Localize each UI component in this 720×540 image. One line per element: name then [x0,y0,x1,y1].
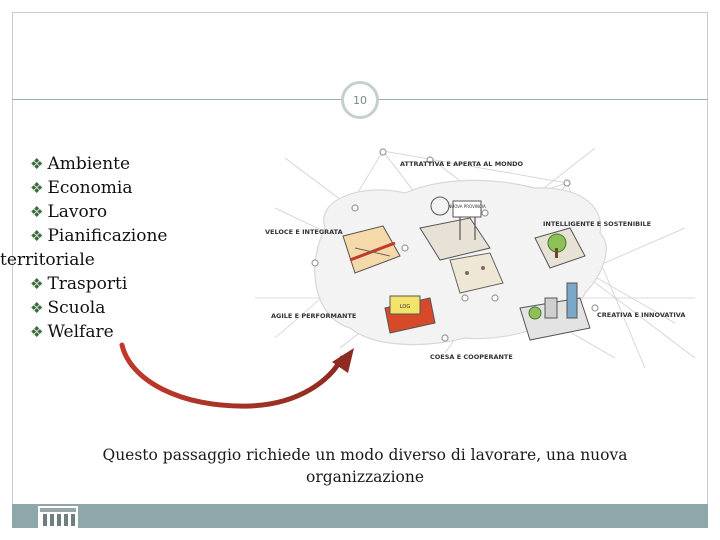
label-creativa: CREATIVA E INNOVATIVA [597,311,685,319]
topic-list: ❖Ambiente ❖Economia ❖Lavoro ❖Pianificazi… [0,152,190,344]
list-item: ❖Lavoro [30,200,190,224]
tree-tile [534,227,586,269]
list-item: ❖Trasporti [30,272,190,296]
label-agile: AGILE E PERFORMANTE [271,312,356,320]
buildings-tile [519,282,591,341]
transition-arrow [119,342,354,409]
road-tile [342,225,401,274]
diamond-bullet-icon: ❖ [30,275,44,293]
laptop-text: LOG [400,304,411,310]
list-item: ❖Scuola [30,296,190,320]
diamond-bullet-icon: ❖ [30,299,44,317]
list-item-label: Scuola [47,298,106,318]
list-item-label: Ambiente [47,154,131,174]
label-veloce: VELOCE E INTEGRATA [265,228,343,236]
list-item-label: Trasporti [47,274,128,294]
diamond-bullet-icon: ❖ [30,155,44,173]
page-number: 10 [341,81,379,119]
list-item-label: Economia [47,178,133,198]
caption: Questo passaggio richiede un modo divers… [40,444,690,488]
caption-line-1: Questo passaggio richiede un modo divers… [102,446,628,464]
sign-text: NUOVA PROVINCIA [448,204,486,209]
list-item: ❖Ambiente [30,152,190,176]
page-number-text: 10 [353,93,367,107]
diamond-bullet-icon: ❖ [30,227,44,245]
city-network-illustration: NUOVA PROVINCIA LOG ATTRATTIVA E APERTA … [255,148,696,369]
list-item-label: Welfare [47,322,114,342]
diamond-bullet-icon: ❖ [30,179,44,197]
list-item: ❖Economia [30,176,190,200]
diamond-bullet-icon: ❖ [30,203,44,221]
footer-bar [12,504,708,528]
diamond-bullet-icon: ❖ [30,323,44,341]
caption-line-2: organizzazione [305,468,425,486]
list-item-label: Pianificazione [47,226,168,246]
list-item: ❖Pianificazione territoriale [0,224,190,272]
label-intelligente: INTELLIGENTE E SOSTENIBILE [543,220,651,228]
laptop-tile: LOG [384,295,436,334]
sign-tile: NUOVA PROVINCIA [419,196,491,261]
list-item-label: Lavoro [47,202,108,222]
list-item-label-continued: territoriale [0,250,95,270]
label-attrattiva: ATTRATTIVA E APERTA AL MONDO [400,160,524,168]
label-coesa: COESA E COOPERANTE [430,353,513,361]
list-item: ❖Welfare [30,320,190,344]
park-tile [449,252,504,294]
footer-logo-icon [38,506,78,528]
